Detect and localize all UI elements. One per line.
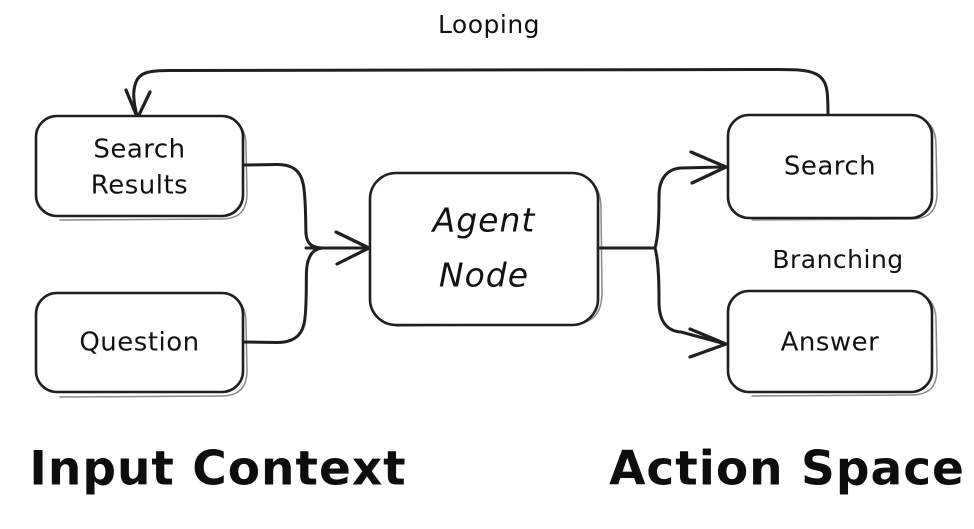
- edge-question-to-agent: [241, 246, 324, 344]
- looping-label: Looping: [438, 10, 540, 39]
- looping-arrowhead-icon: [124, 88, 152, 120]
- branch-down-path: [653, 246, 724, 345]
- node-answer[interactable]: Answer: [726, 289, 938, 397]
- answer-arrowhead-icon: [688, 327, 728, 359]
- node-question[interactable]: Question: [34, 291, 248, 398]
- search-results-edge-path: [241, 163, 324, 250]
- search-label: Search: [784, 152, 876, 182]
- action-space-section-label: Action Space: [609, 442, 965, 497]
- search-results-label-line2: Results: [91, 171, 188, 201]
- branch-up-path: [653, 165, 724, 250]
- answer-box[interactable]: [726, 289, 934, 394]
- agent-box[interactable]: [368, 171, 600, 327]
- answer-label: Answer: [781, 328, 880, 358]
- agent-label-line2: Node: [439, 256, 529, 295]
- node-search-results[interactable]: Search Results: [34, 114, 248, 221]
- looping-edge-path: [132, 67, 830, 118]
- edge-looping: [124, 67, 830, 120]
- search-results-box[interactable]: [34, 114, 245, 218]
- search-box[interactable]: [726, 113, 934, 220]
- edge-merged-into-agent: [304, 230, 371, 266]
- search-results-label-line1: Search: [93, 135, 185, 165]
- node-agent[interactable]: Agent Node: [368, 171, 603, 327]
- edge-agent-to-answer: [653, 246, 728, 359]
- node-search[interactable]: Search: [726, 113, 938, 221]
- edge-agent-to-search: [653, 150, 728, 250]
- question-box[interactable]: [34, 291, 245, 394]
- question-edge-path: [241, 246, 324, 344]
- edge-search-results-to-agent: [241, 163, 324, 250]
- question-label: Question: [79, 328, 199, 358]
- branching-label: Branching: [772, 245, 903, 274]
- agent-label-line1: Agent: [431, 201, 536, 240]
- input-context-section-label: Input Context: [29, 442, 406, 497]
- search-arrowhead-icon: [689, 150, 728, 185]
